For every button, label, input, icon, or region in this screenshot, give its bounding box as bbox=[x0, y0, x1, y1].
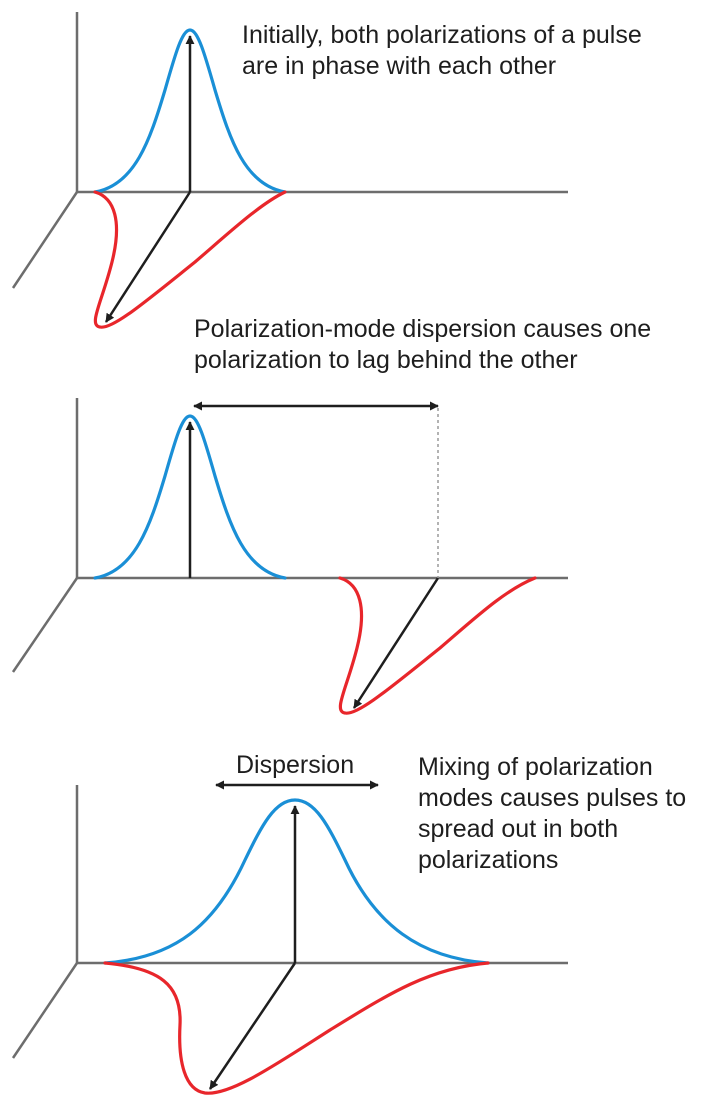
dispersion-label: Dispersion bbox=[236, 751, 355, 779]
panel-1-horizontal-pulse bbox=[93, 190, 287, 329]
panel-3-depth-axis bbox=[11, 962, 79, 1059]
panel-1-vertical-pulse bbox=[93, 28, 287, 194]
panel-2-horizontal-pulse bbox=[338, 576, 537, 715]
panel-1-axes bbox=[11, 12, 568, 289]
panel-3-caption-line: modes causes pulses to bbox=[418, 784, 687, 812]
panel-2-caption: Polarization-mode dispersion causes one … bbox=[194, 314, 651, 376]
panel-2-depth-axis bbox=[11, 577, 79, 673]
panel-3-vertical-pulse bbox=[103, 798, 490, 965]
panel-1-caption: Initially, both polarizations of a pulse… bbox=[242, 20, 642, 82]
panel-3-caption-line: spread out in both bbox=[418, 815, 619, 843]
panel-3-horizontal-arrow bbox=[208, 962, 297, 1090]
panel-2-caption-line: Polarization-mode dispersion causes one bbox=[194, 315, 652, 343]
panel-1-caption-line: are in phase with each other bbox=[242, 52, 557, 80]
panel-3-caption: Mixing of polarization modes causes puls… bbox=[418, 752, 686, 876]
panel-1-horizontal-arrow bbox=[104, 191, 192, 323]
panel-2-axes bbox=[11, 398, 568, 673]
panel-3-caption-line: polarizations bbox=[418, 846, 559, 874]
panel-2-horizontal-arrow bbox=[352, 577, 440, 709]
panel-2-caption-line: polarization to lag behind the other bbox=[194, 346, 578, 374]
panel-3-horizontal-pulse bbox=[103, 961, 490, 1095]
panel-2-vertical-pulse bbox=[93, 414, 287, 580]
panel-1-caption-line: Initially, both polarizations of a pulse bbox=[242, 21, 642, 49]
panel-3-caption-line: Mixing of polarization bbox=[418, 753, 653, 781]
panel-1-depth-axis bbox=[11, 191, 79, 289]
